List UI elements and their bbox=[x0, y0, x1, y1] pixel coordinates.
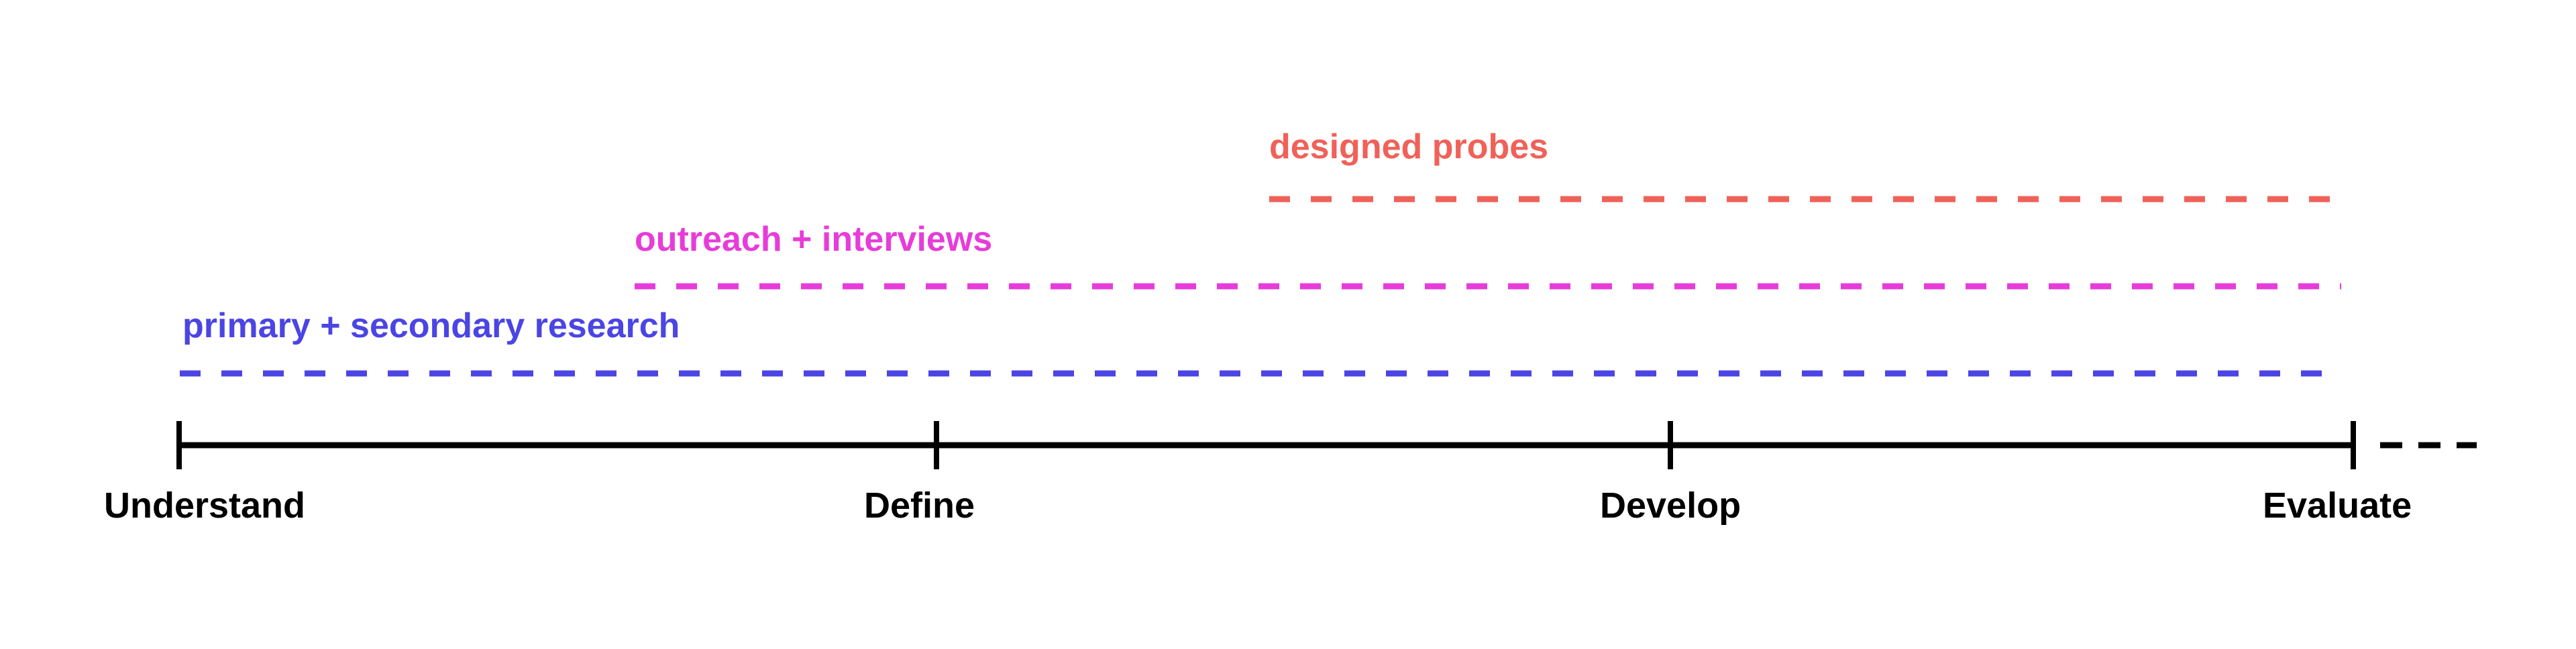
phase-label-understand: Understand bbox=[104, 485, 305, 526]
track-primary-secondary-research: primary + secondary research bbox=[180, 306, 2341, 377]
track-designed-probes: designed probes bbox=[1269, 127, 2341, 202]
track-outreach-interviews: outreach + interviews bbox=[635, 220, 2341, 290]
phase-label-evaluate: Evaluate bbox=[2263, 485, 2412, 526]
phase-label-define: Define bbox=[864, 485, 975, 526]
phase-timeline: Understand Define Develop Evaluate bbox=[104, 421, 2477, 526]
phase-label-develop: Develop bbox=[1600, 485, 1741, 526]
track-label-designed-probes: designed probes bbox=[1269, 127, 1548, 166]
track-label-primary-secondary-research: primary + secondary research bbox=[182, 306, 680, 345]
track-label-outreach-interviews: outreach + interviews bbox=[635, 220, 992, 259]
